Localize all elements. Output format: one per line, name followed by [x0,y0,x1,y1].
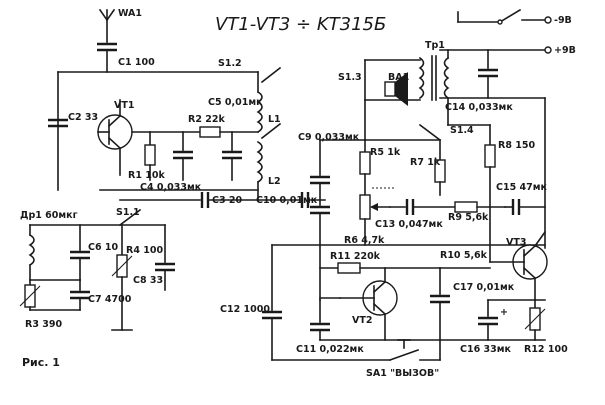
capacitor-c8: C8 33 [133,224,175,291]
plus-9v-label: +9В [554,45,576,56]
c7-label: C7 4700 [88,294,132,305]
resistor-r4: R4 100 [111,224,163,331]
resistor-r8: R8 150 [484,124,535,263]
r11-label: R11 220k [330,251,381,262]
c1-label: C1 100 [118,57,155,68]
plus-9v-rail: +9В C14 0,033мк [439,45,576,249]
r9-label: R9 5,6k [448,212,489,223]
resistor-r5: R5 1k [359,139,401,175]
vt3-label: VT3 [506,237,526,248]
capacitor-c4: C4 0,033мк [140,131,202,193]
capacitor-c13: C13 0,047мк [375,199,456,230]
minus-9v-label: -9В [554,15,572,26]
capacitor-c12: C12 1000 [220,304,282,361]
c15-label: C15 47мк [496,182,547,193]
ba1-label: BA1 [388,72,409,83]
s1-2-label: S1.2 [218,58,242,69]
potentiometer-r6: R6 4,7k [344,173,395,246]
s1-3-label: S1.3 [338,72,362,83]
resistor-r10: R10 5,6k [439,250,491,269]
c8-label: C8 33 [133,275,163,286]
r1-label: R1 10k [128,170,165,181]
transistor-vt3: VT3 [489,230,548,301]
c6-label: C6 10 [88,242,118,253]
r6-label: R6 4,7k [344,235,385,246]
c5-label: C5 0,01мк [208,97,263,108]
inductor-dr1 [28,224,35,281]
tp1-label: Tp1 [425,40,445,51]
c17-label: C17 0,01мк [453,282,515,293]
r12-label: R12 100 [524,344,568,355]
transformer-tp1: Tp1 [418,40,450,126]
s1-1-label: S1.1 [116,207,140,218]
r8-label: R8 150 [498,140,535,151]
r2-label: R2 22k [188,114,225,125]
c9-label: C9 0,033мк [298,132,360,143]
antenna-wa1: WA1 [98,8,142,43]
c3-label: C3 20 [212,195,242,206]
capacitor-c17: C17 0,01мк [430,267,515,341]
resistor-r2: R2 22k [188,114,259,138]
capacitor-c5: C5 0,01мк [208,97,263,181]
resistor-r3: R3 390 [19,279,62,330]
speaker-ba1: BA1 S1.3 [338,59,421,106]
capacitor-c9 [310,139,330,246]
resistor-r1: R1 10k [128,144,165,181]
resistor-r11: R11 220k [319,251,441,274]
r7-label: R7 1k [410,157,441,168]
s1-4-label: S1.4 [450,125,474,136]
c11-label: C11 0,022мк [296,344,364,355]
capacitor-c6: C6 10 [70,224,118,281]
capacitor-c1: C1 100 [97,42,155,73]
r5-label: R5 1k [370,147,401,158]
r10-label: R10 5,6k [440,250,488,261]
schematic-title: VT1-VT3 ÷ KT315Б [215,14,386,35]
capacitor-c2: C2 33 [48,112,98,128]
coil-l1-l2: L1 L2 [256,66,282,201]
power-switch: -9В [457,8,572,26]
resistor-r12: R12 100 [524,299,568,355]
capacitor-c11: C11 0,022мк [296,297,364,355]
c4-label: C4 0,033мк [140,182,202,193]
capacitor-c7: C7 4700 [70,279,132,311]
vt2-label: VT2 [352,315,372,326]
c12-label: C12 1000 [220,304,270,315]
sa1-label: SA1 "ВЫЗОВ" [366,368,439,379]
capacitor-c16: + C16 33мк [460,299,511,355]
capacitor-c3: C3 20 [119,192,259,208]
c16-plus: + [500,307,508,318]
transistor-vt1: VT1 [97,99,134,176]
switch-sa1: SA1 "ВЫЗОВ" [366,339,439,379]
r3-label: R3 390 [25,319,62,330]
dr1-label: Др1 60мкг [20,210,78,221]
l2-label: L2 [268,176,281,187]
vt1-label: VT1 [114,100,134,111]
capacitor-c15: C15 47мк [496,182,547,215]
switch-s1-4: S1.4 [364,99,491,142]
wa1-label: WA1 [118,8,142,19]
r4-label: R4 100 [126,245,163,256]
l1-label: L1 [268,114,281,125]
transistor-vt2: VT2 [339,267,398,341]
resistor-r9: R9 5,6k [448,201,506,223]
c16-label: C16 33мк [460,344,511,355]
figure-caption: Рис. 1 [22,356,60,369]
c14-label: C14 0,033мк [445,102,513,113]
c10-label: C10 0,01мк [256,195,318,206]
c2-label: C2 33 [68,112,98,123]
capacitor-c10: C10 0,01мк [256,192,326,208]
c13-label: C13 0,047мк [375,219,443,230]
resistor-r7: R7 1k [410,139,446,196]
